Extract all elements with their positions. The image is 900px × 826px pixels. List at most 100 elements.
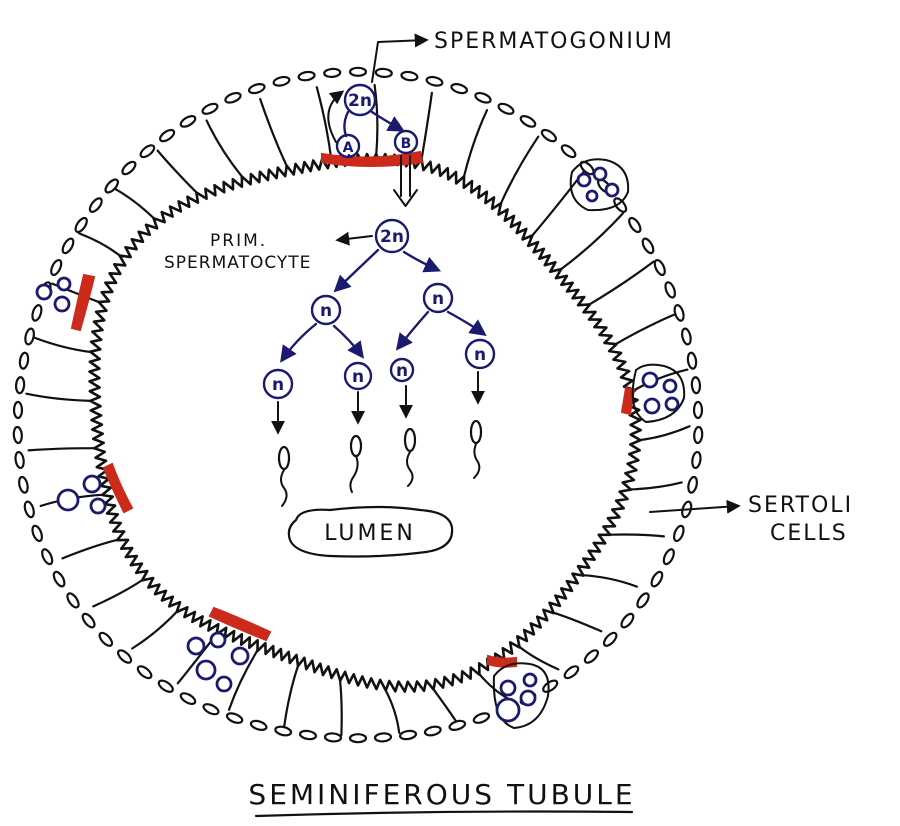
membrane-cell [497,102,515,116]
membrane-cell [40,548,54,566]
sertoli-partition [421,93,432,161]
sertoli-partition [340,681,342,735]
membrane-cell [201,102,219,116]
membrane-cell [563,664,580,680]
sertoli-partition [260,99,287,166]
spermatogonia-cluster-right [633,365,685,422]
membrane-cell [31,524,44,542]
membrane-cell [672,524,685,542]
membrane-cell [376,68,393,77]
sertoli-partition [207,121,242,177]
membrane-cell [52,570,67,588]
membrane-cell [583,648,600,665]
svg-text:B: B [401,136,412,152]
membrane-cell [602,631,619,648]
membrane-cell [298,71,315,81]
spermatid-2: n [345,363,371,389]
sertoli-partition [158,151,197,193]
membrane-cell [691,451,701,468]
spermatid-4: n [466,340,494,368]
spermatogonia-cluster-left [37,278,70,311]
membrane-cell [519,114,537,129]
membrane-cell [120,160,137,177]
membrane-cell [139,143,156,159]
membrane-cell [350,68,366,76]
diagram-title: SEMINIFEROUS TUBULE [248,778,635,816]
membrane-cell [324,68,341,77]
sertoli-partition [93,580,143,607]
sertoli-label: SERTOLI [748,493,853,518]
sperm-4 [471,421,481,478]
svg-text:n: n [352,367,364,387]
membrane-cell [80,612,96,629]
sertoli-partition [29,448,96,450]
membrane-cell [694,402,702,418]
membrane-cell [158,128,176,144]
sertoli-partition [284,666,298,728]
membrane-cell [88,196,104,213]
sertoli-partition [79,233,120,256]
sperm-2 [350,436,361,492]
membrane-cell [687,352,697,369]
primary-spermatocyte-cell: 2n [376,220,408,252]
sperm-3 [405,429,415,486]
membrane-cell [627,216,643,234]
sertoli-partition [386,691,399,733]
membrane-cell [450,82,468,94]
membrane-cell [179,114,197,129]
spermatogonium-cell: 2n [345,85,375,115]
cells-label: CELLS [770,521,848,546]
membrane-cell [13,427,22,444]
membrane-cell [226,711,244,724]
lumen-label: LUMEN [324,521,416,546]
membrane-cell [649,570,664,588]
svg-text:A: A [343,140,354,156]
membrane-cell [16,377,25,394]
sertoli-partition [610,535,664,537]
membrane-cell [448,719,466,731]
svg-text:n: n [432,289,444,309]
membrane-cell [612,196,628,213]
svg-text:n: n [474,345,486,365]
membrane-cell [202,702,220,716]
spermatogonium-annotation: SPERMATOGONIUM [372,29,674,82]
sertoli-partition [639,426,689,440]
membrane-cell [375,733,392,742]
membrane-cell [23,501,35,519]
spermatogonium-label: SPERMATOGONIUM [434,29,674,54]
membrane-cell [350,734,366,742]
membrane-cell [61,237,76,255]
sertoli-partition [115,189,154,219]
membrane-cell [273,76,290,87]
membrane-cell [687,476,698,493]
membrane-cell [157,678,175,694]
type-a-spermatogonium: A [337,135,359,157]
sertoli-partition [501,137,538,204]
membrane-cell [31,304,43,322]
membrane-cell [179,691,197,706]
membrane-cell [635,592,651,610]
sertoli-partition [34,338,92,353]
svg-text:n: n [396,361,408,381]
spermatogonia-cluster-bottom-left [188,633,248,691]
membrane-cell [136,664,153,680]
membrane-cell [103,177,120,194]
spermatocyte-label: SPERMATOCYTE [164,253,311,273]
membrane-cell [97,631,114,648]
membrane-cell [541,678,559,694]
membrane-cell [641,237,656,255]
sertoli-partition [583,575,637,586]
sertoli-partition [588,262,654,306]
membrane-cell [401,71,418,81]
membrane-cell [424,725,441,736]
secondary-spermatocyte-right: n [424,284,452,312]
membrane-cell [681,328,692,345]
membrane-cell [14,402,22,418]
membrane-cell [250,719,268,731]
membrane-cell [49,259,63,277]
svg-text:n: n [320,301,332,321]
lumen-border [90,154,641,692]
sperm-1 [279,447,289,506]
membrane-cell [399,730,416,740]
